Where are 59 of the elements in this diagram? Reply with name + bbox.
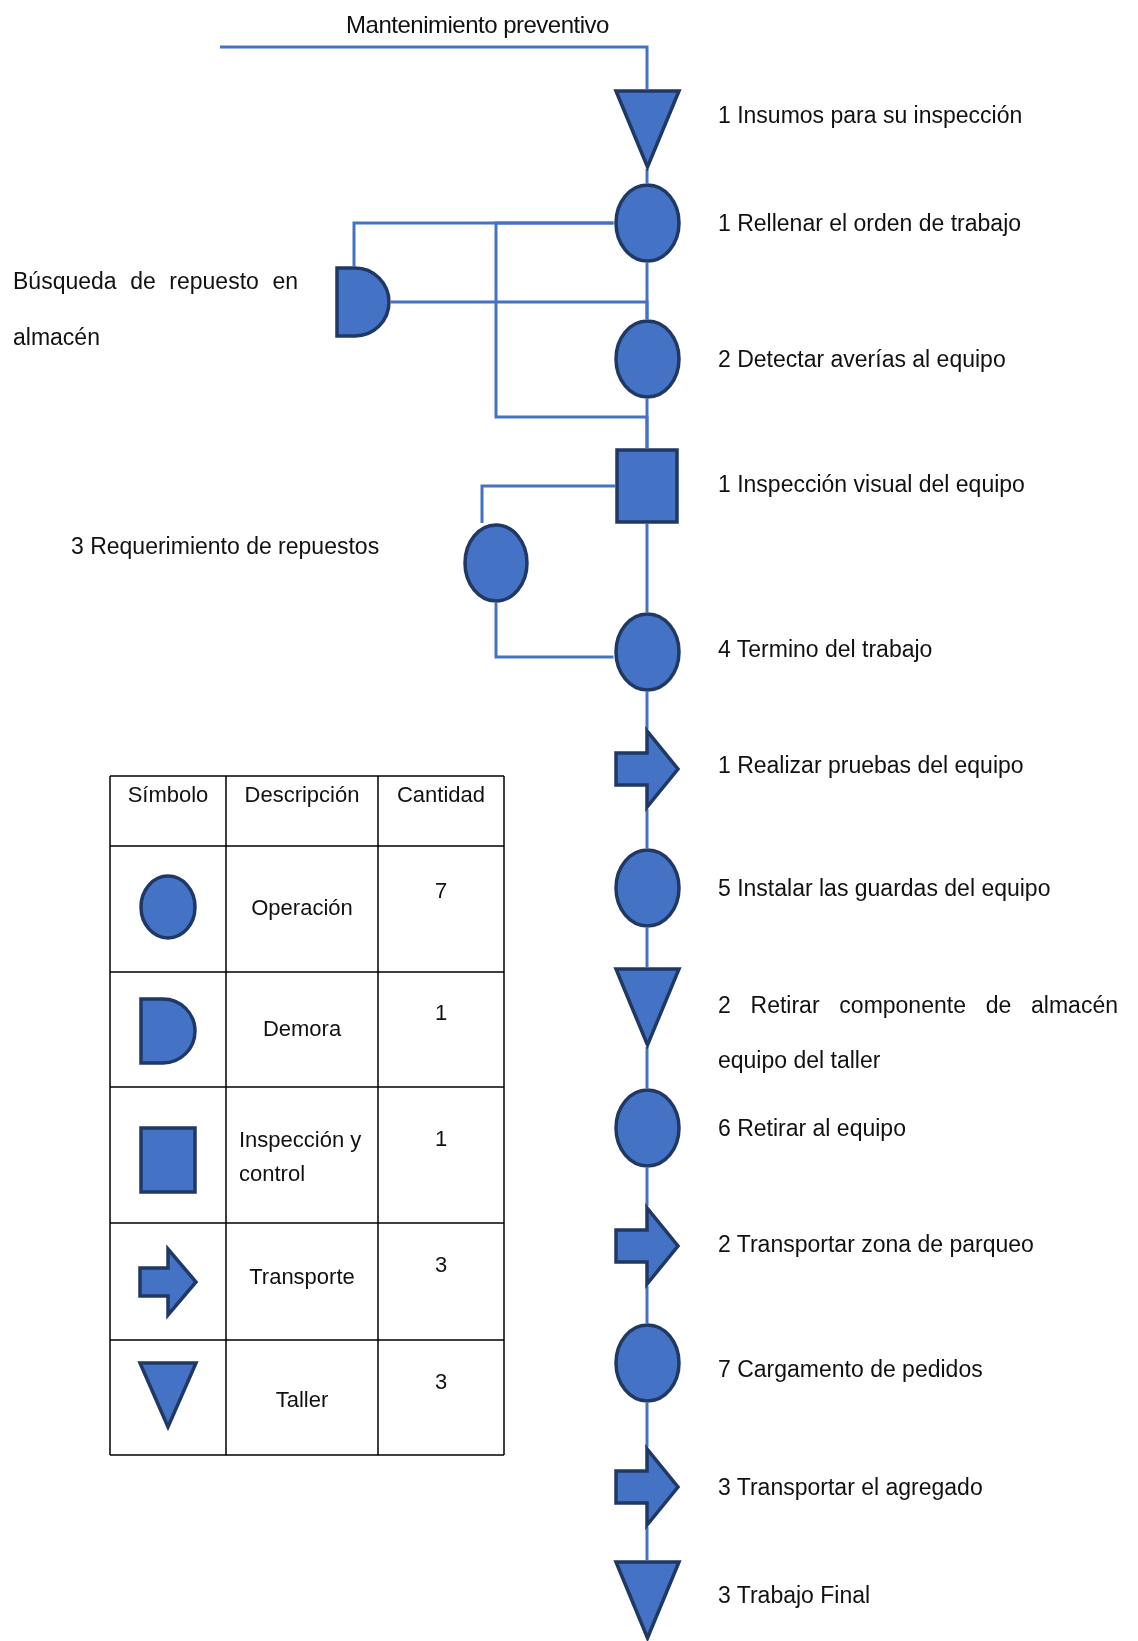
connector-line (480, 484, 615, 523)
table-cell-text: 1 (433, 1125, 449, 1153)
connector-line (645, 1168, 649, 1206)
operation-circle (613, 183, 681, 263)
inspection-square (615, 448, 679, 524)
operation-circle (613, 319, 681, 399)
transport-symbol (614, 1447, 680, 1527)
connector-line (494, 221, 649, 448)
table-cell-text: 3 (433, 1368, 449, 1396)
storage-triangle (613, 1560, 681, 1640)
table-cell-text: Inspección y control (239, 1126, 363, 1188)
storage-triangle (613, 967, 681, 1047)
edge-label: Mantenimiento preventivo (345, 10, 610, 40)
step-label: 1 Insumos para su inspección (718, 101, 1024, 130)
connector-line (645, 809, 649, 848)
step-label: 1 Rellenar el orden de trabajo (718, 209, 1023, 238)
step-label: 5 Instalar las guardas del equipo (718, 874, 1052, 903)
step-label: 1 Inspección visual del equipo (718, 470, 1026, 499)
connector-line (220, 45, 649, 89)
connector-line (391, 300, 649, 319)
operation-circle (613, 612, 681, 692)
connector-line (645, 524, 649, 612)
connector-line (645, 1286, 649, 1323)
connector-line (645, 692, 649, 729)
operation-circle (613, 1323, 681, 1403)
step-label: 1 Realizar pruebas del equipo (718, 751, 1025, 780)
storage-triangle (613, 89, 681, 169)
delay-d-shape (335, 266, 391, 338)
connector-line (494, 603, 614, 659)
step-label: 4 Termino del trabajo (718, 635, 934, 664)
table-header: Cantidad (395, 781, 487, 809)
step-label: 2 Transportar zona de parqueo (718, 1230, 1035, 1259)
step-label: 7 Cargamento de pedidos (718, 1355, 984, 1384)
transport-symbol (614, 729, 680, 809)
table-cell-text: Transporte (248, 1263, 356, 1291)
step-label: 3 Requerimiento de repuestos (71, 532, 381, 561)
step-label: Búsqueda de repuesto en almacén (13, 267, 298, 352)
step-label: 6 Retirar al equipo (718, 1114, 907, 1143)
transport-symbol (614, 1206, 680, 1286)
table-cell-text: Operación (250, 894, 354, 922)
table-cell-text: 1 (433, 999, 449, 1027)
operation-circle (463, 523, 529, 603)
step-label: 3 Trabajo Final (718, 1581, 872, 1610)
connector-line (645, 1047, 649, 1088)
step-label: 2 Detectar averías al equipo (718, 345, 1007, 374)
connector-line (645, 169, 649, 183)
table-header: Símbolo (126, 781, 210, 809)
connector-line (645, 1403, 649, 1447)
table-cell-text: 7 (433, 877, 449, 905)
operation-circle (613, 848, 681, 928)
step-label: 2 Retirar componente de almacén equipo del taller (718, 991, 1118, 1075)
table-header: Descripción (243, 781, 361, 809)
step-label: 3 Transportar el agregado (718, 1473, 984, 1502)
table-cell-text: 3 (433, 1251, 449, 1279)
table-cell-text: Taller (274, 1386, 330, 1414)
operation-circle (613, 1088, 681, 1168)
connector-line (645, 928, 649, 967)
connector-line (645, 1527, 649, 1560)
table-cell-text: Demora (261, 1015, 343, 1043)
